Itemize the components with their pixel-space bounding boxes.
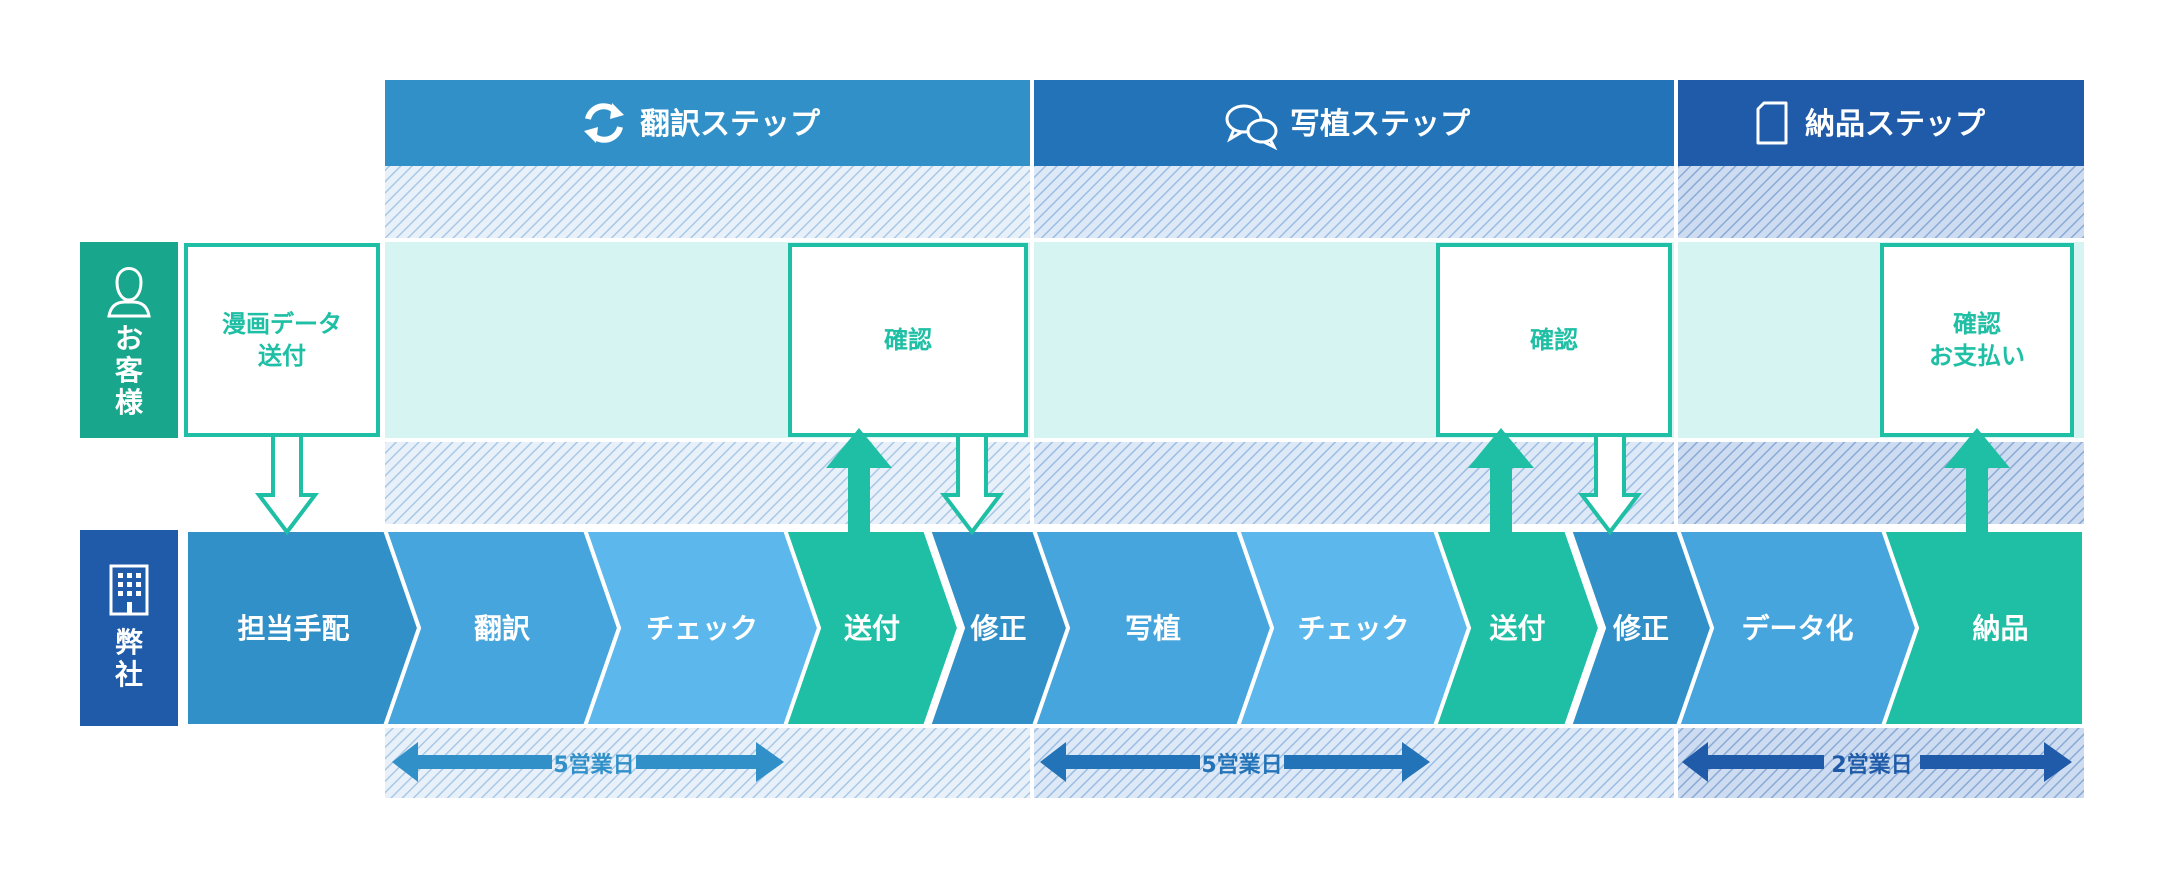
flow-arrows xyxy=(254,428,2010,536)
process-step-shape xyxy=(1567,528,1715,728)
customer-task-labels: 漫画データ送付確認確認確認お支払い xyxy=(222,310,2025,370)
lane-label-company-text: 弊社 xyxy=(115,626,143,691)
duration-label-translation: 5営業日 xyxy=(553,752,634,778)
customer-lane-band xyxy=(385,242,2084,438)
process-step-label: 写植 xyxy=(1125,612,1181,645)
process-step: 納品 xyxy=(1880,528,2086,728)
process-step-label: 送付 xyxy=(1489,612,1545,645)
lane-label-company-char: 社 xyxy=(115,658,143,691)
customer-task-label: 送付 xyxy=(258,342,306,370)
process-step-label: 修正 xyxy=(1612,612,1669,645)
lane-label-company-char: 弊 xyxy=(115,626,143,659)
document-icon xyxy=(1756,101,1788,145)
process-step: 修正 xyxy=(1567,528,1715,728)
duration-delivery: 2営業日 xyxy=(1682,742,2072,782)
hatched-bands xyxy=(385,166,2084,798)
arrow-down-feedback-1 xyxy=(939,433,1005,536)
process-step-shape xyxy=(926,528,1071,728)
lane-label-company: 弊社 xyxy=(80,530,178,726)
lane-label-customer-text: お客様 xyxy=(115,322,144,419)
arrow-up-deliver xyxy=(1944,428,2010,533)
customer-task-boxes xyxy=(184,243,2074,437)
customer-task-label: 確認 xyxy=(1953,310,2001,338)
chat-bubbles-icon xyxy=(1225,104,1278,151)
lane-label-customer-char: お xyxy=(115,322,143,355)
refresh-icon xyxy=(584,103,624,143)
step-header-translation: 翻訳ステップ xyxy=(385,80,1030,166)
process-step-label: チェック xyxy=(646,612,758,645)
duration-arrows: 5営業日 5営業日 2営業日 xyxy=(392,742,2072,782)
process-step-label: 翻訳 xyxy=(474,612,531,645)
step-title-delivery: 納品ステップ xyxy=(1805,107,1986,142)
step-header-typesetting: 写植ステップ xyxy=(1034,80,1674,166)
process-step: 送付 xyxy=(1432,528,1603,728)
duration-label-delivery: 2営業日 xyxy=(1831,752,1912,778)
lane-label-customer-char: 様 xyxy=(115,386,144,419)
duration-typesetting: 5営業日 xyxy=(1040,742,1430,782)
step-title-translation: 翻訳ステップ xyxy=(640,107,821,142)
arrow-up-send-2 xyxy=(1468,428,1534,533)
process-step-label: 送付 xyxy=(844,612,900,645)
process-chevrons: 納品 データ化 修正 送付 チェック 写植 修正 送付 チェック 翻訳 担当手配 xyxy=(184,528,2086,728)
customer-task-label: 確認 xyxy=(1530,326,1578,354)
arrow-down-send-data xyxy=(254,433,320,536)
process-step-label: 担当手配 xyxy=(237,612,349,645)
process-step-label: 納品 xyxy=(1972,612,2028,645)
process-step-label: チェック xyxy=(1297,612,1409,645)
customer-task-label: 漫画データ xyxy=(222,310,342,338)
duration-label-typesetting: 5営業日 xyxy=(1201,752,1282,778)
lane-label-customer-char: 客 xyxy=(115,354,144,387)
process-step-label: データ化 xyxy=(1741,612,1853,645)
step-header-delivery: 納品ステップ xyxy=(1678,80,2084,166)
process-step: 担当手配 xyxy=(184,528,422,728)
customer-task-label: 確認 xyxy=(884,326,932,354)
process-step: 写植 xyxy=(1031,528,1275,728)
arrow-up-send-1 xyxy=(826,428,892,533)
arrow-down-feedback-2 xyxy=(1577,433,1643,536)
process-step: データ化 xyxy=(1675,528,1920,728)
process-step-label: 修正 xyxy=(969,612,1026,645)
customer-task-label: お支払い xyxy=(1929,342,2025,370)
process-step: 修正 xyxy=(926,528,1071,728)
step-title-typesetting: 写植ステップ xyxy=(1290,107,1471,142)
lane-label-customer: お客様 xyxy=(80,242,178,438)
person-icon xyxy=(107,267,151,318)
building-icon xyxy=(109,564,149,616)
process-step: チェック xyxy=(1235,528,1472,728)
process-step-shape xyxy=(184,528,422,728)
duration-translation: 5営業日 xyxy=(392,742,784,782)
